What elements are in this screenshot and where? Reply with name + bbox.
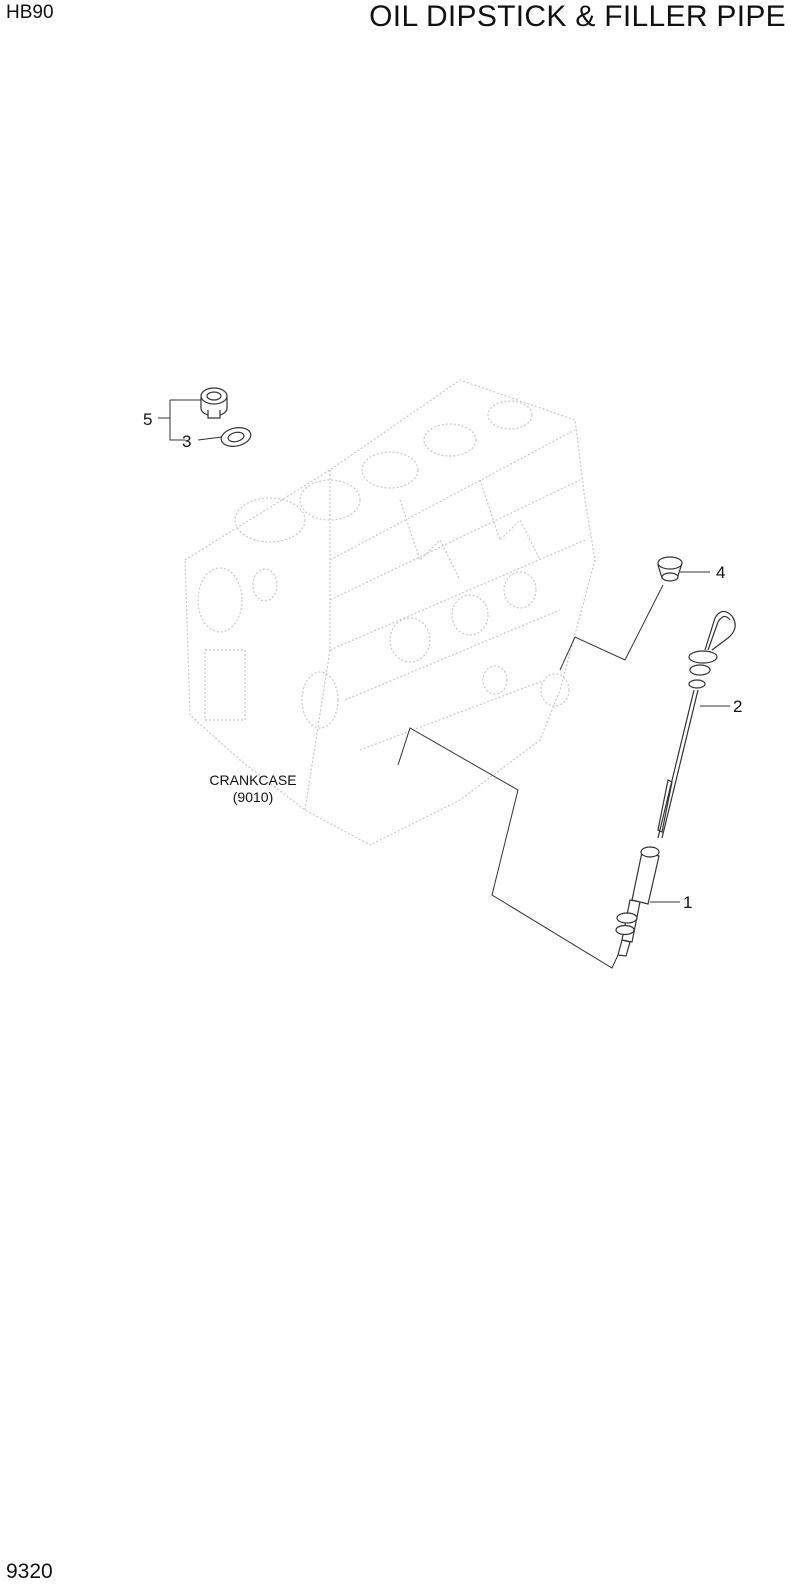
model-code: HB90 xyxy=(6,2,54,23)
page-title: OIL DIPSTICK & FILLER PIPE xyxy=(369,0,786,33)
callout-4: 4 xyxy=(716,563,725,582)
callout-5: 5 xyxy=(143,410,152,429)
filler-cap-part xyxy=(200,387,228,419)
gasket-part xyxy=(220,427,252,447)
crankcase-ghost xyxy=(184,379,596,846)
dipstick-part xyxy=(657,610,736,839)
callout-1: 1 xyxy=(683,893,692,912)
filler-pipe-part xyxy=(615,846,660,957)
dust-cap-part xyxy=(657,556,683,582)
page-number: 9320 xyxy=(6,1560,53,1583)
crankcase-code: (9010) xyxy=(233,789,273,805)
callout-2: 2 xyxy=(733,697,742,716)
crankcase-label: CRANKCASE xyxy=(209,772,296,788)
callout-3: 3 xyxy=(182,432,191,451)
